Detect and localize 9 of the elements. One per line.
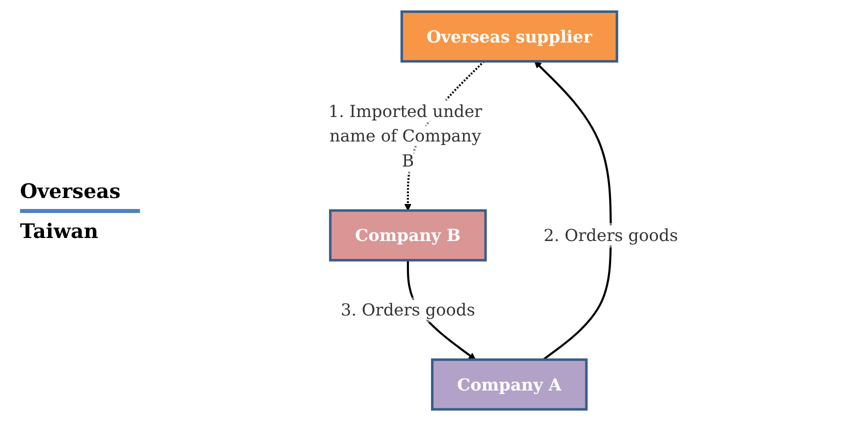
- region-label: Overseas: [20, 178, 122, 202]
- node-box: Company A: [431, 358, 588, 411]
- region-label: Taiwan: [20, 218, 100, 242]
- node-box: Overseas supplier: [400, 10, 618, 63]
- arrow: [534, 61, 612, 360]
- node-box: Company B: [329, 209, 487, 262]
- edge-label: 2. Orders goods: [544, 225, 678, 246]
- edge-label: 1. Imported under name of Company B: [328, 101, 482, 171]
- edge-label: 3. Orders goods: [340, 300, 476, 320]
